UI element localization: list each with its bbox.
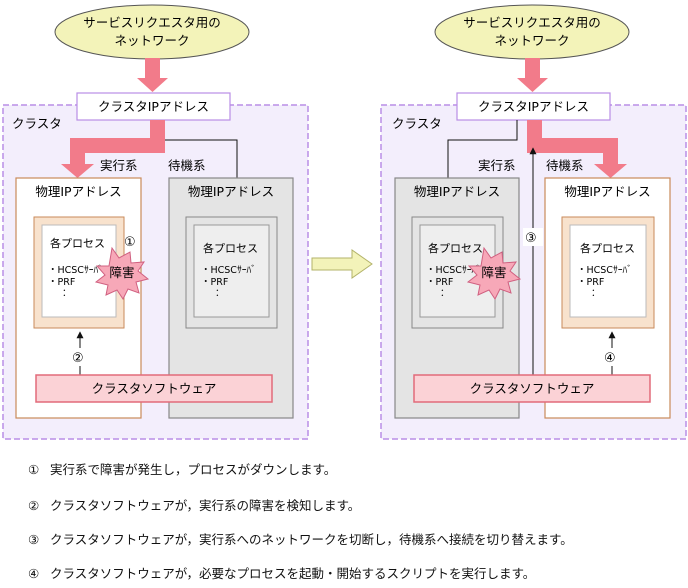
left-standby-physical-ip: 物理IPアドレス [188, 184, 274, 199]
right-marker-3-bg [523, 228, 543, 246]
right-cluster-ip-label: クラスタIPアドレス [478, 99, 589, 114]
right-cluster-software [413, 374, 651, 403]
left-active-process-item1: ・HCSCｻｰﾊﾞ [48, 265, 103, 276]
right-active-process-item3: ： [440, 288, 450, 299]
right-active-process-item1: ・HCSCｻｰﾊﾞ [426, 265, 481, 276]
legend-num-4: ④ [28, 566, 40, 581]
right-active-process-item2: ・PRF [426, 277, 453, 288]
right-standby-process-item3: ： [591, 288, 601, 299]
left-standby-process-item1: ・HCSCｻｰﾊﾞ [201, 265, 256, 276]
right-standby-process-item1: ・HCSCｻｰﾊﾞ [577, 265, 632, 276]
right-standby-physical-ip: 物理IPアドレス [564, 184, 650, 199]
legend-item-3: ③ クラスタソフトウェアが，実行系へのネットワークを切断し，待機系へ接続を切り替え… [28, 529, 573, 548]
left-panel: サービスリクエスタ用の ネットワーク クラスタ クラスタIPアドレス 実行系 待… [2, 4, 309, 440]
left-failure-burst [94, 246, 150, 300]
right-marker-4: ④ [604, 351, 616, 366]
legend-num-3: ③ [28, 532, 40, 547]
left-active-process-item2: ・PRF [48, 277, 75, 288]
left-standby-process-item2: ・PRF [201, 277, 228, 288]
left-network-line1: サービスリクエスタ用の [83, 15, 221, 30]
left-cluster-label: クラスタ [12, 116, 62, 131]
right-active-process-title: 各プロセス [428, 241, 483, 255]
legend-num-1: ① [28, 462, 40, 477]
left-standby-process-item3: ： [215, 288, 225, 299]
transition-arrow [311, 249, 373, 279]
left-active-physical-ip: 物理IPアドレス [35, 184, 121, 199]
right-failure-label: 障害 [481, 265, 506, 280]
right-active-label: 実行系 [478, 158, 516, 173]
left-network-line2: ネットワーク [114, 33, 189, 48]
left-marker-1: ① [124, 235, 136, 250]
left-active-arrow [61, 120, 165, 178]
left-cluster-software-label: クラスタソフトウェア [92, 381, 217, 396]
right-cluster-label: クラスタ [392, 116, 442, 131]
left-standby-process-title: 各プロセス [203, 241, 258, 255]
right-marker-3: ③ [525, 231, 537, 246]
left-network-arrow [137, 58, 168, 92]
left-cluster-ip-label: クラスタIPアドレス [98, 99, 209, 114]
right-cluster-ip-box [456, 92, 611, 121]
left-active-label: 実行系 [100, 158, 138, 173]
legend-text-3: クラスタソフトウェアが，実行系へのネットワークを切断し，待機系へ接続を切り替えま… [50, 532, 573, 547]
left-standby-process-inner [193, 224, 270, 318]
right-standby-process-title: 各プロセス [580, 241, 635, 255]
legend-text-1: 実行系で障害が発生し，プロセスがダウンします。 [50, 462, 337, 477]
right-panel: サービスリクエスタ用の ネットワーク クラスタ クラスタIPアドレス 実行系 待… [380, 4, 687, 440]
right-network-arrow [517, 58, 548, 92]
right-standby-process-inner [569, 224, 647, 318]
left-cluster-software [35, 374, 273, 403]
right-active-physical-ip: 物理IPアドレス [414, 184, 500, 199]
legend-num-2: ② [28, 498, 40, 513]
right-network-line1: サービスリクエスタ用の [463, 15, 601, 30]
left-active-process-item3: ： [62, 288, 72, 299]
right-failure-burst [466, 246, 522, 300]
legend-item-4: ④ クラスタソフトウェアが，必要なプロセスを起動・開始するスクリプトを実行します。 [28, 563, 535, 582]
right-standby-arrow [527, 120, 627, 178]
left-marker-2-bg [70, 348, 90, 366]
right-active-line [447, 120, 518, 179]
left-active-process-title: 各プロセス [50, 236, 105, 250]
left-standby-label: 待機系 [168, 158, 206, 173]
left-network-ellipse [54, 4, 250, 60]
right-cluster-software-label: クラスタソフトウェア [470, 381, 595, 396]
right-marker-4-bg [602, 348, 622, 366]
right-network-line2: ネットワーク [494, 33, 569, 48]
right-standby-label: 待機系 [546, 158, 584, 173]
legend-item-2: ② クラスタソフトウェアが，実行系の障害を検知します。 [28, 495, 360, 514]
left-marker-2: ② [72, 351, 84, 366]
legend-item-1: ① 実行系で障害が発生し，プロセスがダウンします。 [28, 459, 336, 478]
left-standby-line [164, 139, 238, 179]
left-cluster-ip-box [76, 92, 231, 121]
right-standby-process-item2: ・PRF [577, 277, 604, 288]
legend-text-4: クラスタソフトウェアが，必要なプロセスを起動・開始するスクリプトを実行します。 [50, 566, 536, 581]
legend-text-2: クラスタソフトウェアが，実行系の障害を検知します。 [50, 498, 361, 513]
right-network-ellipse [434, 4, 630, 60]
left-failure-label: 障害 [109, 265, 134, 280]
